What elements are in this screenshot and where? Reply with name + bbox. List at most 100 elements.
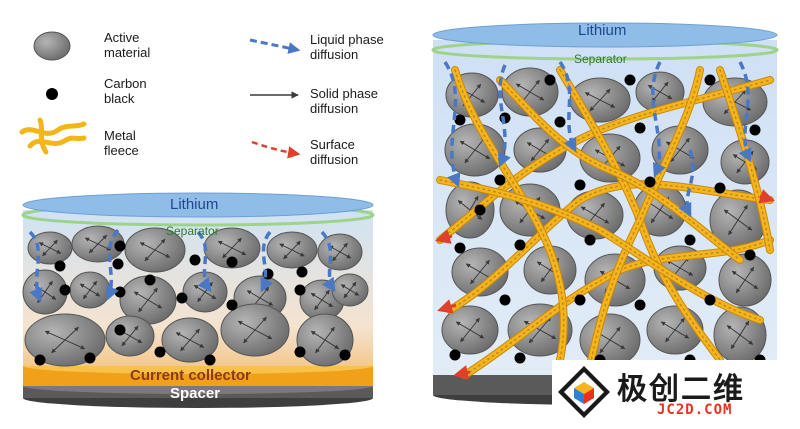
right-carbon-13 (584, 234, 596, 246)
left-carbon-12 (294, 284, 306, 296)
legend-metal-fleece-label: Metal fleece (104, 128, 139, 158)
left-particle-17 (220, 303, 290, 357)
right-surface-arrow-2 (437, 299, 457, 314)
legend-surface-arrow-icon (251, 140, 301, 159)
right-carbon-15 (744, 249, 756, 261)
left-carbon-9 (114, 286, 126, 298)
legend-carbon-black-label: Carbon black (104, 76, 147, 106)
left-particle-3 (124, 227, 186, 273)
right-carbon-25 (544, 74, 556, 86)
left-carbon-15 (226, 256, 238, 268)
right-carbon-27 (474, 204, 486, 216)
left-lithium-layer (22, 192, 374, 218)
right-lithium-layer (432, 22, 778, 48)
left-carbon-1 (34, 354, 46, 366)
legend (19, 31, 301, 159)
right-carbon-10 (714, 182, 726, 194)
right-carbon-19 (704, 294, 716, 306)
left-particle-13 (331, 273, 369, 307)
left-particle-18 (296, 313, 354, 367)
right-carbon-21 (514, 352, 526, 364)
left-carbon-14 (189, 254, 201, 266)
left-carbon-7 (339, 349, 351, 361)
legend-active-material-icon (33, 31, 71, 61)
right-carbon-20 (449, 349, 461, 361)
right-carbon-9 (644, 176, 656, 188)
right-fleece-fiber-2 (446, 180, 774, 314)
left-particle-6 (317, 233, 363, 271)
left-liquid-arrow-4 (260, 230, 274, 293)
right-carbon-8 (574, 179, 586, 191)
right-liquid-arrow-5 (738, 61, 752, 163)
watermark-text-en: JC2D.COM (657, 402, 733, 418)
right-carbon-5 (704, 74, 716, 86)
left-liquid-arrow-3 (196, 230, 212, 293)
right-carbon-7 (494, 174, 506, 186)
legend-metal-fleece-icon (19, 117, 87, 155)
right-liquid-arrow-1 (443, 61, 461, 188)
left-spacer-label: Spacer (170, 385, 221, 402)
watermark: 极创二维 JC2D.COM (552, 360, 800, 424)
left-carbon-3 (114, 324, 126, 336)
left-carbon-18 (112, 258, 124, 270)
right-surface-arrow-3 (453, 365, 471, 380)
right-fleece-fiber-7 (496, 76, 744, 264)
watermark-text-cn: 极创二维 (617, 372, 745, 407)
left-carbon-11 (226, 299, 238, 311)
legend-liquid-phase-label: Liquid phase diffusion (310, 32, 384, 62)
right-carbon-12 (514, 239, 526, 251)
left-carbon-2 (84, 352, 96, 364)
right-fleece-fiber-4 (451, 66, 568, 364)
left-carbon-10 (176, 292, 188, 304)
left-liquid-arrow-2 (106, 228, 120, 301)
right-particle-16 (451, 247, 509, 297)
right-cell (431, 22, 779, 405)
right-carbon-16 (499, 294, 511, 306)
left-carbon-17 (296, 266, 308, 278)
left-particle-8 (69, 271, 111, 309)
left-separator-label: Separator (166, 224, 219, 238)
right-particle-20 (718, 253, 772, 307)
right-liquid-arrow-3 (558, 60, 577, 153)
left-carbon-6 (294, 346, 306, 358)
left-particle-14 (24, 313, 106, 367)
right-carbon-4 (634, 122, 646, 134)
left-carbon-5 (204, 354, 216, 366)
right-separator-label: Separator (574, 52, 627, 66)
left-liquid-arrow-5 (320, 230, 336, 293)
left-particle-4 (203, 227, 261, 269)
right-carbon-17 (574, 294, 586, 306)
right-carbon-26 (624, 74, 636, 86)
right-liquid-arrow-6 (678, 149, 695, 218)
left-carbon-19 (54, 260, 66, 272)
right-carbon-1 (454, 114, 466, 126)
left-particle-16 (161, 317, 219, 363)
left-particle-15 (105, 315, 155, 357)
cube-logo-icon (558, 366, 610, 418)
right-surface-arrows (435, 189, 775, 380)
legend-carbon-black-icon (46, 88, 58, 100)
legend-liquid-arrow-icon (249, 38, 301, 54)
left-particles (22, 225, 369, 367)
right-carbon-3 (554, 116, 566, 128)
legend-surface-label: Surface diffusion (310, 137, 359, 167)
left-carbon-8 (59, 284, 71, 296)
right-carbon-14 (684, 234, 696, 246)
right-liquid-arrow-4 (651, 61, 666, 178)
left-carbon-20 (114, 240, 126, 252)
right-particle-22 (507, 303, 573, 357)
left-carbon-4 (154, 346, 166, 358)
right-carbon-6 (749, 124, 761, 136)
right-particle-21 (441, 305, 499, 355)
legend-active-material-label: Active material (104, 30, 151, 60)
right-lithium-label: Lithium (578, 22, 627, 39)
legend-solid-phase-label: Solid phase diffusion (310, 86, 378, 116)
left-particle-10 (182, 271, 228, 313)
left-liquid-arrow-1 (28, 230, 43, 303)
left-carbon-13 (144, 274, 156, 286)
left-lithium-label: Lithium (170, 196, 219, 213)
right-carbon-11 (454, 242, 466, 254)
right-liquid-arrows (443, 60, 752, 218)
